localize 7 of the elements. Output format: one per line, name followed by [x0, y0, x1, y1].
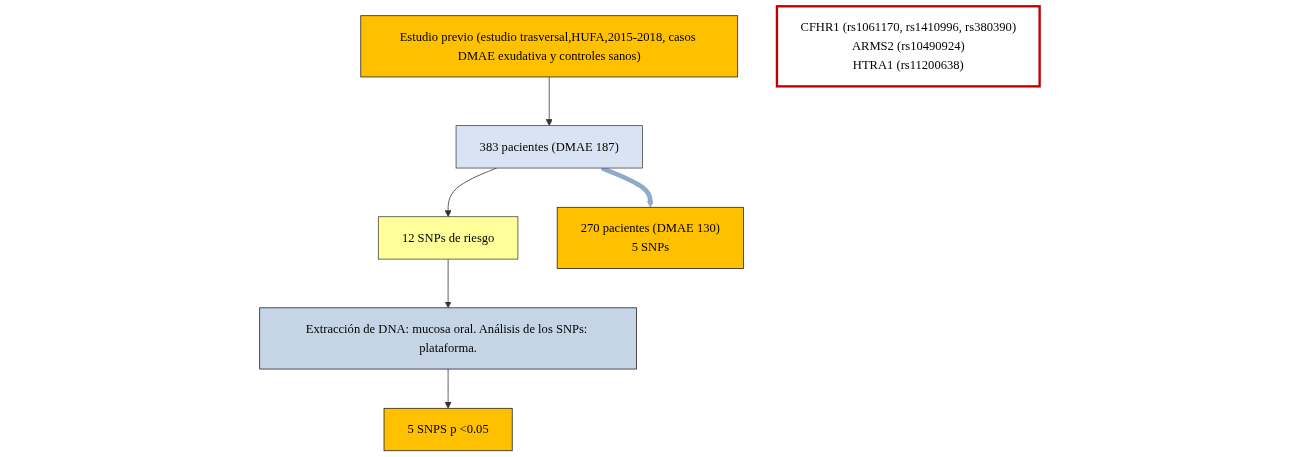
node-box: CFHR1 (rs1061170, rs1410996, rs380390) ARMS2 (rs10490924) HTRA1 (rs11200638) [775, 5, 1041, 88]
node-box: 12 SNPs de riesgo [377, 216, 519, 260]
node-box: 270 pacientes (DMAE 130) 5 SNPs [556, 206, 744, 269]
node-box: Extracción de DNA: mucosa oral. Análisis de los SNPs: plataforma. [259, 307, 637, 370]
node-box: Estudio previo (estudio trasversal,HUFA,2015-2018, casos DMAE exudativa y controles sanos) [360, 15, 738, 78]
node-box: 383 pacientes (DMAE 187) [455, 125, 643, 169]
node-box: 5 SNPS p <0.05 [383, 407, 513, 452]
